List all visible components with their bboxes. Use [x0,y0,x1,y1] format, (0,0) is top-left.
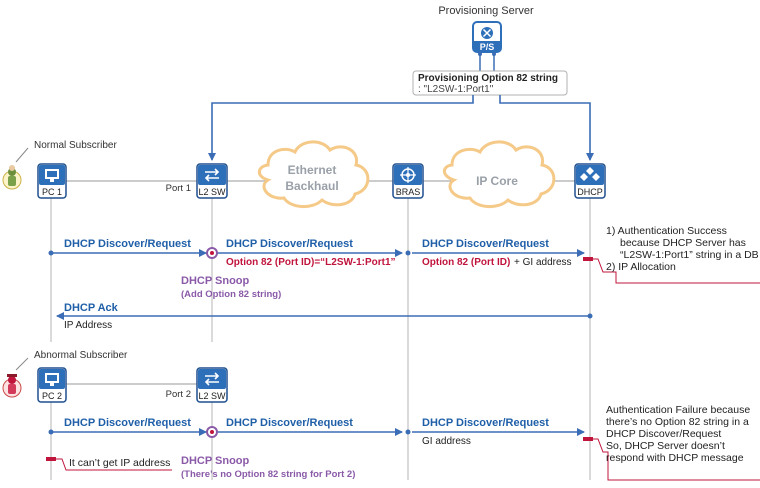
option82-box [412,70,568,96]
flow2-msg-bras: DHCP Discover/Request [422,417,549,429]
flow2-fail: It can’t get IP address [69,457,170,469]
normal-subscriber-pointer [15,147,29,163]
switch-icon [204,372,220,386]
server-title: Provisioning Server [438,5,534,17]
flow1-snoop: DHCP Snoop [181,275,250,287]
flow1-msg-bras: DHCP Discover/Request [422,238,549,250]
lifelines [50,198,591,480]
flow2-msg-sw: DHCP Discover/Request [226,417,353,429]
dhcp-node[interactable] [574,163,606,199]
pc1-node[interactable] [37,163,67,199]
monitor-icon [45,169,59,182]
flow1-pc-dot [48,250,54,256]
flow1-note-line1: 1) Authentication Success [606,225,727,237]
dhcp-label: DHCP [577,187,603,197]
flow2-pc-dot [48,429,54,435]
flow2-gi: GI address [422,436,471,447]
l2sw2-node[interactable] [196,367,228,403]
monitor-icon [45,373,59,386]
flow2-note-leader [593,438,760,481]
backhaul-line2: Backhaul [285,179,338,193]
flow1-snoop-sub: (Add Option 82 string) [181,289,281,300]
ethernet-backhaul-cloud [257,140,370,208]
router-icon [400,167,416,183]
flow1-gi-suffix: + GI address [514,257,572,268]
flow2-fail-leader [56,458,172,471]
normal-subscriber-label: Normal Subscriber [34,140,117,151]
pc1-label: PC 1 [42,187,62,197]
l2sw-label: L2 SW [198,187,226,197]
flow1-opt82-sw: Option 82 (Port ID)=“L2SW-1:Port1” [226,257,396,268]
flow1-note-marker [583,257,593,261]
flow2-snoop-inner [210,430,214,434]
flow1-note-line2: because DHCP Server has [620,237,746,249]
flow2-note-line2: there’s no Option 82 string in a [606,416,749,428]
server-port-right [492,52,496,56]
provision-arrow-l2sw [208,95,474,161]
ip-core-label: IP Core [476,174,518,188]
abnormal-subscriber-label: Abnormal Subscriber [34,350,128,361]
switch-icon [204,168,220,182]
flow2-msg-pc: DHCP Discover/Request [64,417,191,429]
normal-subscriber-avatar [2,165,22,190]
flow1-msg-sw: DHCP Discover/Request [226,238,353,250]
l2sw-node[interactable] [196,163,228,199]
port2-label: Port 2 [166,389,191,400]
ip-core-cloud [442,140,556,208]
flow1-note-leader [593,258,760,284]
bras-label: BRAS [396,187,421,197]
flow2-fail-marker [46,457,56,461]
provision-arrow-dhcp [499,95,594,161]
flow1-ip-address: IP Address [64,320,112,331]
pc2-label: PC 2 [42,391,62,401]
backhaul-line1: Ethernet [288,163,337,177]
server-port-left [478,52,482,56]
flow2-note-line4: So, DHCP Server doesn’t [606,440,725,452]
flow2-note-line3: DHCP Discover/Request [606,428,721,440]
abnormal-subscriber-pointer [15,357,29,371]
flow1-ack-dot [587,313,593,319]
flow2-note-line1: Authentication Failure because [606,404,750,416]
bras-node[interactable] [392,163,424,199]
flow1-note-line3: “L2SW-1:Port1” string in a DB [620,249,759,261]
flow2-snoop: DHCP Snoop [181,455,250,467]
flow2-bras-dot [405,429,411,435]
abnormal-subscriber-avatar [2,374,22,398]
flow1-bras-dot [405,250,411,256]
flow1-ack: DHCP Ack [64,302,119,314]
dhcp-icon [580,167,600,181]
pc2-node[interactable] [37,367,67,403]
flow2-snoop-sub: (There’s no Option 82 string for Port 2) [181,469,355,480]
l2sw2-label: L2 SW [198,391,226,401]
flow1-note-line4: 2) IP Allocation [606,261,676,273]
port1-label: Port 1 [166,183,191,194]
flow1-snoop-inner [210,251,214,255]
option82-title: Provisioning Option 82 string [418,73,558,84]
server-icon [472,21,502,53]
flow1-msg-pc: DHCP Discover/Request [64,238,191,250]
flow2-note-line5: respond with DHCP message [606,452,744,464]
flow1-opt82-bras: Option 82 (Port ID) [422,257,510,268]
server-label: P/S [480,42,495,52]
option82-value: : "L2SW-1:Port1" [418,84,494,95]
flow2-note-marker [583,437,593,441]
